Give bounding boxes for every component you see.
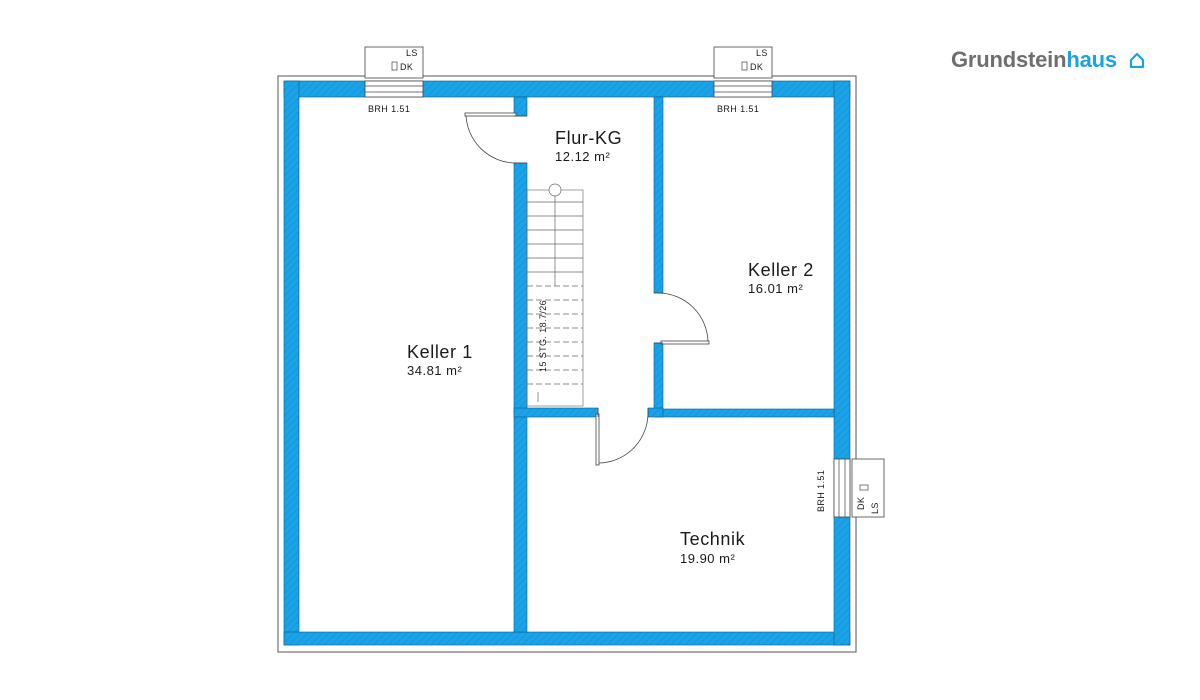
room-technik: Technik 19.90 m² [680,529,746,566]
wall-flur-keller2-upper [653,96,664,294]
room-name: Keller 1 [407,342,473,362]
room-area: 34.81 m² [407,363,462,378]
room-area: 19.90 m² [680,551,735,566]
room-area: 12.12 m² [555,149,610,164]
window-label-type1: LS [870,502,880,514]
staircase [526,183,584,407]
room-area: 16.01 m² [748,281,803,296]
room-name: Keller 2 [748,260,814,280]
brand-logo: Grundsteinhaus [951,47,1145,73]
wall-bottom [283,631,851,646]
room-keller1: Keller 1 34.81 m² [407,342,473,378]
room-name: Technik [680,529,746,549]
room-flur: Flur-KG 12.12 m² [555,128,622,164]
wall-keller2-technik [653,408,835,418]
wall-flur-keller2-lower [653,342,664,416]
room-keller2: Keller 2 16.01 m² [748,260,814,296]
stair-label: 15 STG. 18.7/26 [538,300,548,372]
window-label-type2: DK [750,62,763,72]
window-sill-label: BRH 1.51 [816,470,826,512]
wall-flur-technik-left [513,407,599,418]
window-top-left: LS DK BRH 1.51 [364,46,424,114]
window-right: DK LS BRH 1.51 [816,458,885,518]
logo-text-haus: haus [1066,47,1117,72]
house-icon [1129,52,1144,68]
window-label-type2: DK [400,62,413,72]
outer-frame [277,75,857,653]
room-name: Flur-KG [555,128,622,148]
window-sill-label: BRH 1.51 [368,104,410,114]
wall-right [833,80,851,646]
window-top-right: LS DK BRH 1.51 [713,46,773,114]
wall-flur-technik-right [647,407,664,418]
wall-interior-left-lower [513,162,528,633]
window-sill-label: BRH 1.51 [717,104,759,114]
window-label-type2: DK [856,497,866,510]
wall-left [283,80,300,646]
window-label-type1: LS [406,48,418,58]
door-flur-keller2 [654,292,710,345]
walls [283,80,851,646]
door-flur-technik [595,408,649,466]
logo-text-grundstein: Grundstein [951,47,1067,72]
window-label-type1: LS [756,48,768,58]
door-flur-keller1 [464,112,527,164]
